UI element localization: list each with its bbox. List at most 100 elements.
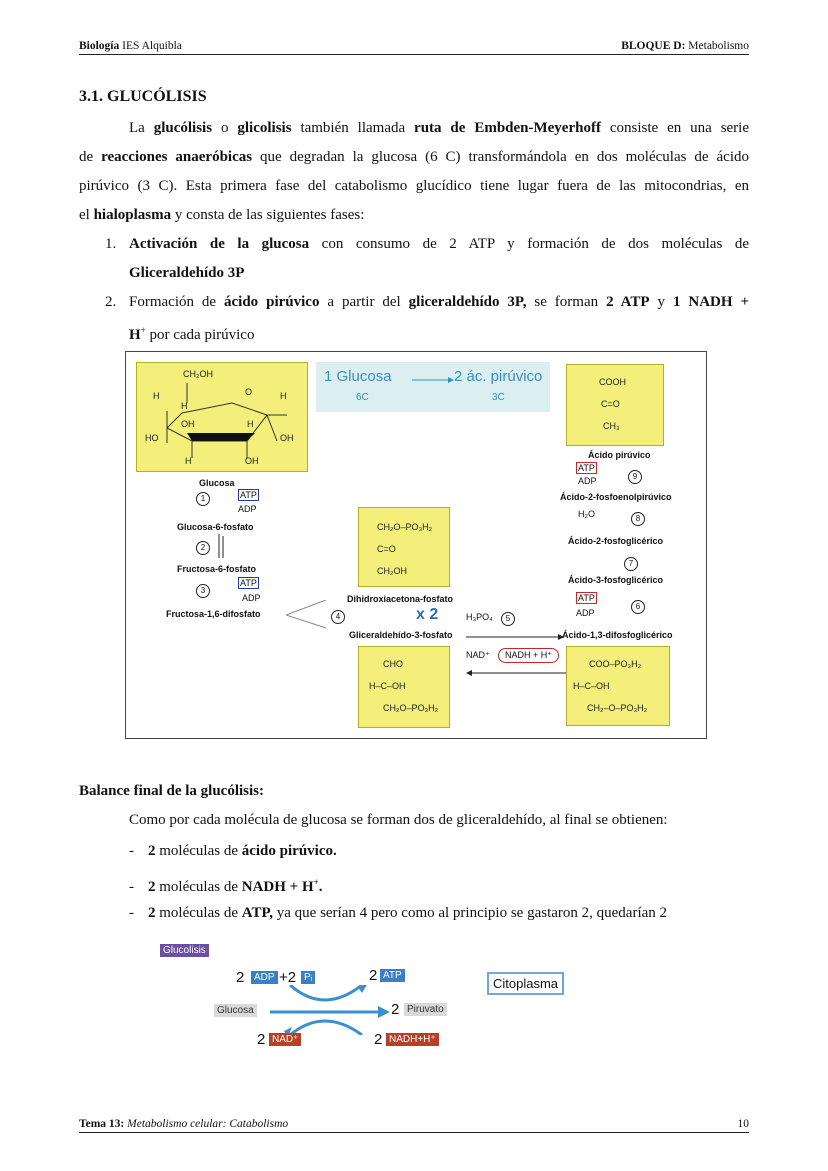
label-glucosa: Glucosa — [199, 478, 235, 488]
split-arrows-icon — [286, 600, 327, 629]
summary-box: 1 Glucosa 2 ác. pirúvico 6C 3C — [316, 362, 550, 412]
summary-glucosa: 1 Glucosa — [324, 368, 392, 385]
plus-two: +2 — [279, 969, 297, 986]
glucose-h: H — [247, 419, 254, 429]
adp-1: ADP — [238, 504, 257, 514]
dhap-structure-box: CH₂O–PO₃H₂ C=O CH₂OH — [358, 507, 450, 587]
intro-line-4: el hialoplasma y consta de las siguiente… — [79, 207, 365, 223]
balance-intro: Como por cada molécula de glucosa se for… — [129, 812, 668, 828]
nad-tag: NAD⁺ — [269, 1033, 302, 1046]
label-h2o: H₂O — [578, 509, 595, 519]
page-number: 10 — [737, 1118, 750, 1130]
glucose-o: O — [245, 387, 253, 397]
step-7: 7 — [624, 557, 638, 571]
label-nadh: NADH + H⁺ — [498, 648, 560, 663]
glucose-h: H — [153, 391, 160, 401]
label-dihidroxiacetona: Dihidroxiacetona-fosfato — [347, 594, 454, 604]
label-gliceraldehido: Gliceraldehído-3-fosfato — [349, 630, 453, 640]
g3p-l2: H–C–OH — [369, 681, 406, 691]
phase-2-line-2: H+ por cada pirúvico — [129, 325, 255, 343]
glucose-structure-box: CH₂OH H H O H OH H HO OH H OH — [136, 362, 308, 472]
atp-3: ATP — [238, 577, 259, 589]
page-header: Biología IES Alquibla BLOQUE D: Metaboli… — [79, 38, 749, 55]
summary-3c: 3C — [492, 392, 505, 403]
balance-title: Balance final de la glucólisis: — [79, 783, 265, 799]
glucose-h: H — [280, 391, 287, 401]
glucose-ring-icon — [166, 383, 287, 458]
dhap-l1: CH₂O–PO₃H₂ — [377, 522, 433, 532]
x2-label: x 2 — [416, 606, 439, 623]
step-8: 8 — [631, 512, 645, 526]
atp-6: ATP — [576, 592, 597, 604]
phase-1-number: 1. — [105, 236, 117, 252]
piruvato-count: 2 — [391, 1001, 400, 1018]
adp-9: ADP — [578, 476, 597, 486]
pyruvate-co: C=O — [601, 399, 620, 409]
glucose-oh: OH — [245, 456, 259, 466]
glucose-ch2oh: CH₂OH — [183, 369, 213, 379]
glucose-h: H — [185, 456, 192, 466]
label-fructosa-6-fosfato: Fructosa-6-fosfato — [177, 564, 257, 574]
label-glucosa-6-fosfato: Glucosa-6-fosfato — [177, 522, 254, 532]
footer-left: Tema 13: Metabolismo celular: Catabolism… — [79, 1118, 289, 1130]
adp-count: 2 — [236, 969, 245, 986]
label-nad: NAD⁺ — [466, 650, 490, 660]
pyruvate-cooh: COOH — [599, 377, 626, 387]
adp-tag: ADP — [251, 971, 278, 984]
g3p-l1: CHO — [383, 659, 403, 669]
dhap-l3: CH₂OH — [377, 566, 407, 576]
summary-6c: 6C — [356, 392, 369, 403]
atp-9: ATP — [576, 462, 597, 474]
balance-item-3: -2 moléculas de ATP, ya que serían 4 per… — [129, 905, 668, 921]
glucolisis-badge: Glucolisis — [160, 944, 209, 957]
dhap-l2: C=O — [377, 544, 396, 554]
pyruvate-structure-box: COOH C=O CH₃ — [566, 364, 664, 446]
nadh-count: 2 — [374, 1031, 383, 1048]
phase-2-line-1: Formación de ácido pirúvico a partir del… — [129, 294, 750, 310]
phase-1-line-2: Gliceraldehído 3P — [129, 265, 245, 281]
intro-line-3: pirúvico (3 C). Esta primera fase del ca… — [79, 178, 749, 194]
arrow-back-icon — [466, 670, 566, 676]
label-2-fosfoglicerico: Ácido-2-fosfoglicérico — [568, 536, 664, 546]
adp-6: ADP — [576, 608, 595, 618]
adp-3: ADP — [242, 593, 261, 603]
bpg-l3: CH₂–O–PO₃H₂ — [587, 703, 648, 713]
intro-line-2: de reacciones anaeróbicas que degradan l… — [79, 149, 749, 165]
header-left: Biología IES Alquibla — [79, 40, 182, 52]
page-footer: Tema 13: Metabolismo celular: Catabolism… — [79, 1118, 749, 1133]
glucose-h: H — [181, 401, 188, 411]
label-fructosa-1-6-difosfato: Fructosa-1,6-difosfato — [166, 609, 261, 619]
phase-1-line-1: Activación de la glucosa con consumo de … — [129, 236, 750, 252]
atp-tag: ATP — [380, 969, 405, 982]
piruvato-tag: Piruvato — [404, 1003, 447, 1016]
glucose-oh: OH — [181, 419, 195, 429]
atp-1: ATP — [238, 489, 259, 501]
g3p-structure-box: CHO H–C–OH CH₂O–PO₃H₂ — [358, 646, 450, 728]
glycolysis-figure: CH₂OH H H O H OH H HO OH H OH 1 Glucosa … — [125, 351, 707, 739]
glycolysis-arrows-icon — [270, 985, 390, 1035]
glucose-oh: OH — [280, 433, 294, 443]
glucose-ho: HO — [145, 433, 159, 443]
step-9: 9 — [628, 470, 642, 484]
arrow-to-bpg-icon — [466, 634, 564, 640]
bpg-l2: H–C–OH — [573, 681, 610, 691]
label-fosfoenolpiruvico: Ácido-2-fosfoenolpirúvico — [560, 492, 672, 502]
atp-count: 2 — [369, 967, 378, 984]
pyruvate-ch3: CH₃ — [603, 421, 620, 431]
bpg-l1: COO–PO₃H₂ — [589, 659, 642, 669]
glucosa-tag: Glucosa — [214, 1004, 257, 1017]
nad-count: 2 — [257, 1031, 266, 1048]
summary-piruvico: 2 ác. pirúvico — [454, 368, 543, 385]
bpg-structure-box: COO–PO₃H₂ H–C–OH CH₂–O–PO₃H₂ — [566, 646, 670, 726]
arrows-step-2-icon — [218, 534, 224, 558]
label-3-fosfoglicerico: Ácido-3-fosfoglicérico — [568, 575, 664, 585]
intro-line-1: La glucólisis o glicolisis también llama… — [129, 120, 750, 136]
step-3: 3 — [196, 584, 210, 598]
summary-arrow-icon — [412, 377, 454, 383]
section-title: 3.1. GLUCÓLISIS — [79, 88, 207, 105]
label-1-3-difosfoglicerico: Ácido-1,3-difosfoglicérico — [562, 630, 673, 640]
phase-2-number: 2. — [105, 294, 117, 310]
citoplasma-box: Citoplasma — [487, 972, 565, 995]
label-h3po4: H₃PO₄ — [466, 612, 493, 622]
pi-tag: Pᵢ — [301, 971, 316, 984]
